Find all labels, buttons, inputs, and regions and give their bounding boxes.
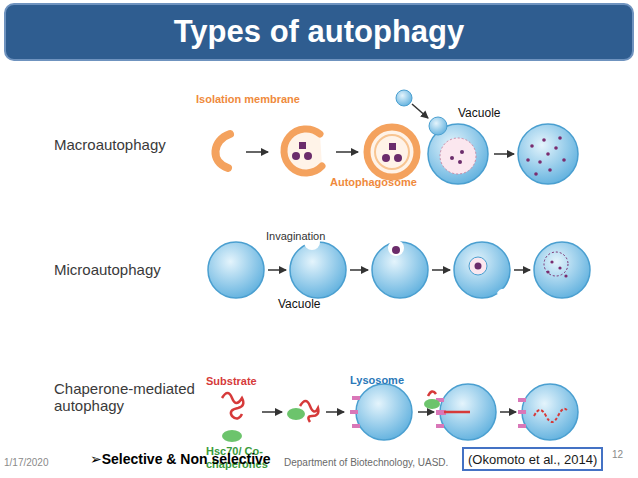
- inner-membrane: [375, 135, 409, 169]
- part-label: Vacuole: [458, 107, 500, 121]
- vacuole: [518, 124, 578, 184]
- cargo: [458, 160, 462, 164]
- slide-number: 12: [612, 449, 623, 461]
- part-label: Vacuole: [278, 298, 320, 312]
- arrow: [418, 411, 434, 413]
- lamp2a-receptor: [518, 398, 526, 428]
- slide-title: Types of autophagy: [174, 14, 465, 50]
- row-label: Macroautophagy: [54, 136, 166, 153]
- invagination: [388, 240, 404, 256]
- part-label: Isolation membrane: [196, 93, 300, 106]
- citation-text: (Okomoto et al., 2014): [468, 452, 597, 467]
- arrow: [268, 269, 286, 271]
- arrow: [326, 411, 344, 413]
- forming-autophagosome: [284, 129, 322, 173]
- part-label: Lysosome: [350, 374, 404, 387]
- part-label: Substrate: [206, 375, 257, 388]
- lamp2a-receptor: [350, 396, 360, 428]
- translocating-substrate: [428, 391, 470, 412]
- cargo: [394, 154, 402, 162]
- arrow: [494, 153, 514, 155]
- vesicle: [469, 257, 487, 275]
- cargo: [304, 152, 312, 160]
- bullet-note: ➢Selective & Non selective: [90, 451, 271, 467]
- cargo: [392, 246, 400, 254]
- degraded-cargo: [526, 136, 566, 176]
- vacuole: [208, 242, 264, 298]
- cargo: [389, 143, 396, 150]
- autophagic-body: [440, 138, 476, 174]
- row-label: Microautophagy: [54, 261, 161, 278]
- degraded-cargo: [546, 260, 567, 277]
- hsc70-chaperone: [424, 399, 440, 409]
- arrow: [500, 411, 516, 413]
- arrow: [246, 151, 268, 153]
- date: 1/17/2020: [4, 457, 49, 469]
- cargo: [299, 142, 306, 149]
- vacuole: [290, 242, 346, 298]
- cargo: [292, 152, 300, 160]
- arrow: [432, 269, 450, 271]
- isolation-membrane: [215, 134, 230, 168]
- arrow: [514, 269, 530, 271]
- arrow: [350, 269, 368, 271]
- cargo: [460, 150, 464, 154]
- lysosome-vesicle: [396, 90, 412, 106]
- footer-note: Department of Biotechnology, UASD.: [284, 457, 448, 469]
- cargo: [382, 154, 390, 162]
- part-label: Autophagosome: [330, 176, 417, 189]
- title-band: Types of autophagy: [4, 3, 634, 61]
- lysosome: [522, 384, 578, 440]
- autophagosome: [367, 127, 417, 177]
- degraded-substrate: [534, 409, 568, 422]
- hsc70-chaperone: [222, 430, 242, 442]
- fusing-autophagosome: [429, 117, 447, 135]
- arrow: [336, 151, 358, 153]
- row-label: Chaperone-mediated autophagy: [54, 380, 204, 415]
- arrow: [262, 411, 282, 413]
- part-label: Invagination: [266, 230, 325, 243]
- substrate-protein: [300, 401, 318, 422]
- hsc70-chaperone: [287, 408, 305, 420]
- citation-box: (Okomoto et al., 2014): [462, 447, 603, 471]
- substrate-protein: [222, 393, 243, 419]
- lysosome: [356, 384, 412, 440]
- degrading-vesicle: [544, 252, 568, 276]
- vacuole: [454, 242, 510, 298]
- membrane-scar: [498, 290, 508, 294]
- vacuole: [534, 242, 590, 298]
- cargo: [475, 263, 482, 270]
- arrow: [412, 104, 428, 118]
- cargo: [450, 156, 454, 160]
